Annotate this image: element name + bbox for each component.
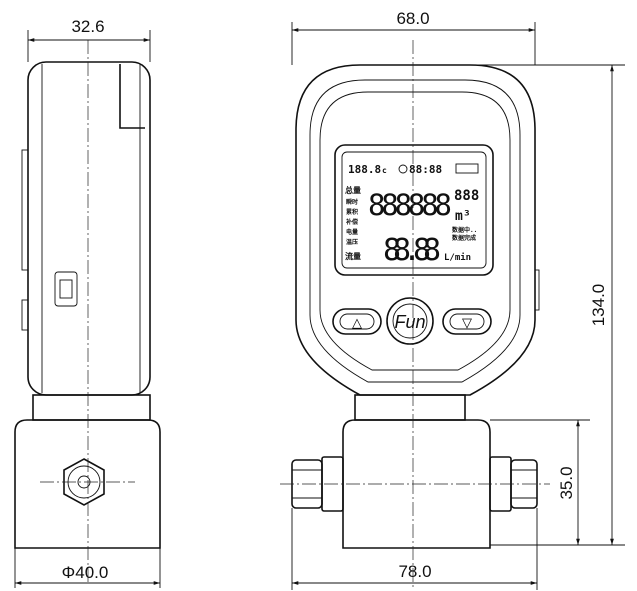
usb-port-inner bbox=[59, 279, 73, 299]
lcd-status-2: 数据完成 bbox=[452, 234, 476, 242]
up-button[interactable]: △ bbox=[332, 308, 382, 335]
front-base bbox=[342, 419, 491, 549]
side-view: 32.6 Φ40.0 bbox=[14, 17, 161, 588]
side-button-lower bbox=[21, 299, 29, 331]
lcd-label: 温压 bbox=[346, 238, 358, 246]
lcd-total-small: 888 bbox=[454, 188, 479, 204]
front-bezel bbox=[309, 79, 521, 383]
up-button-outline[interactable] bbox=[332, 308, 382, 335]
lcd-flow: 88.88 bbox=[383, 233, 441, 268]
up-arrow-icon: △ bbox=[352, 315, 362, 330]
dim-total-height: 134.0 bbox=[589, 284, 608, 327]
lcd-label: 瞬时 bbox=[346, 198, 358, 206]
lcd-temperature: 188.8 bbox=[348, 163, 381, 176]
lcd-labels: 总量 瞬时 累积 补偿 电量 温压 流量 bbox=[345, 185, 361, 261]
lcd-label: 补偿 bbox=[345, 218, 358, 226]
dim-base-height: 35.0 bbox=[557, 466, 576, 499]
usb-port bbox=[54, 271, 78, 307]
down-button[interactable]: ▽ bbox=[442, 308, 492, 335]
clock-icon bbox=[398, 164, 408, 174]
down-button-outline[interactable] bbox=[442, 308, 492, 335]
lcd-label: 电量 bbox=[346, 228, 358, 236]
dim-front-width: 68.0 bbox=[396, 9, 429, 28]
side-clip bbox=[119, 64, 145, 129]
lcd-label: 流量 bbox=[345, 251, 361, 261]
side-base bbox=[14, 419, 161, 549]
front-body bbox=[295, 64, 536, 396]
fun-label: Fun bbox=[394, 312, 425, 332]
fun-button[interactable]: Fun bbox=[386, 297, 434, 345]
lcd-total-unit: m³ bbox=[455, 209, 471, 224]
lcd-label: 总量 bbox=[345, 185, 361, 195]
up-button-inner[interactable] bbox=[339, 313, 375, 330]
side-button bbox=[21, 149, 29, 271]
down-arrow-icon: ▽ bbox=[462, 315, 472, 330]
front-neck bbox=[354, 394, 466, 421]
front-bezel-inner bbox=[319, 91, 511, 371]
battery-icon bbox=[455, 163, 479, 174]
lcd-label: 累积 bbox=[346, 208, 358, 216]
side-body bbox=[27, 61, 151, 396]
dim-base-diameter: Φ40.0 bbox=[62, 563, 109, 582]
fun-button-outline[interactable] bbox=[386, 297, 434, 345]
dim-side-depth: 32.6 bbox=[71, 17, 104, 36]
lcd-flow-unit: L/min bbox=[444, 252, 471, 263]
dim-fitting-width: 78.0 bbox=[398, 562, 431, 581]
down-button-inner[interactable] bbox=[449, 313, 485, 330]
hex-fitting bbox=[63, 458, 105, 506]
lcd-screen bbox=[341, 151, 487, 269]
front-view: 188.8 c 88:88 888888 888 m³ 88.88 L/min … bbox=[280, 9, 625, 590]
side-neck bbox=[32, 394, 151, 421]
fun-button-inner[interactable] bbox=[392, 303, 428, 339]
lcd-status-1: 数据中.. bbox=[452, 226, 477, 234]
lcd-clock: 88:88 bbox=[409, 163, 442, 176]
lcd-frame bbox=[334, 144, 494, 276]
front-side-button bbox=[534, 269, 540, 311]
lcd-temp-unit: c bbox=[382, 166, 387, 175]
lcd-total: 888888 bbox=[368, 188, 452, 222]
